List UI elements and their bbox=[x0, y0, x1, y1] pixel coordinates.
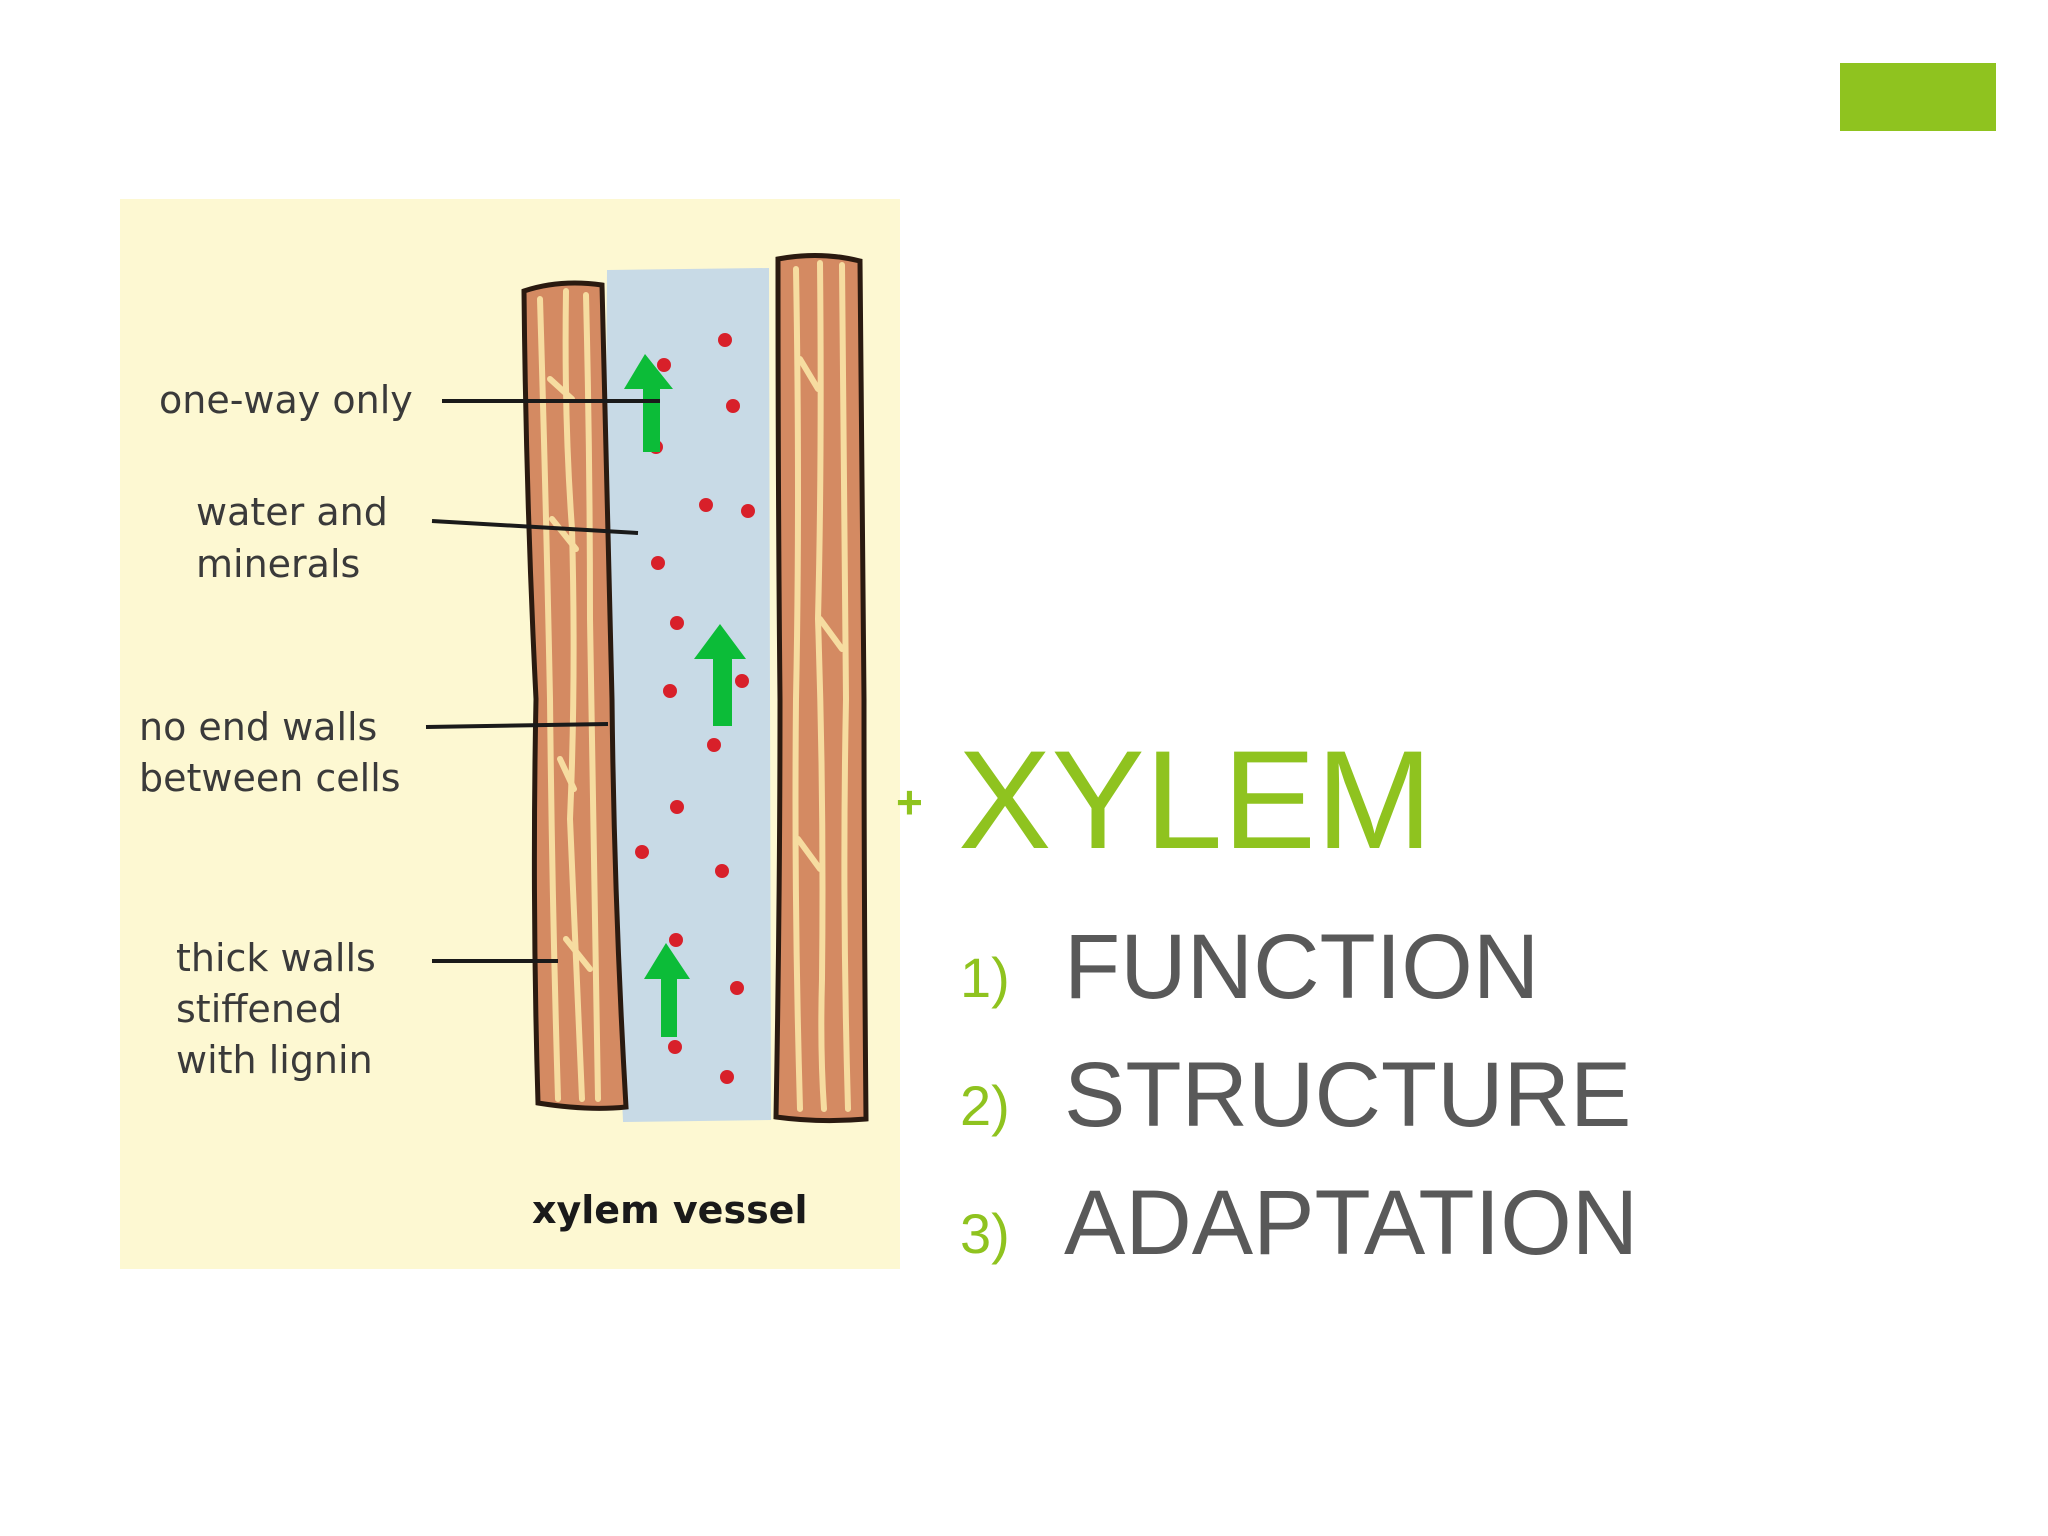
label-thick-walls: thick walls bbox=[176, 936, 376, 980]
mineral-dot bbox=[635, 845, 649, 859]
mineral-dot bbox=[730, 981, 744, 995]
mineral-dot bbox=[669, 933, 683, 947]
up-arrow-icon bbox=[644, 943, 690, 1037]
xylem-diagram: one-way only water and minerals no end w… bbox=[120, 199, 900, 1269]
xylem-diagram-svg: one-way only water and minerals no end w… bbox=[139, 252, 869, 1232]
mineral-dot bbox=[735, 674, 749, 688]
mineral-dot bbox=[720, 1070, 734, 1084]
topic-structure: STRUCTURE bbox=[1064, 1044, 1632, 1146]
mineral-dot bbox=[670, 616, 684, 630]
mineral-dot bbox=[670, 800, 684, 814]
leader-lines bbox=[425, 399, 660, 963]
mineral-dot bbox=[718, 333, 732, 347]
label-one-way: one-way only bbox=[159, 378, 413, 422]
mineral-dot bbox=[657, 358, 671, 372]
topic-adaptation: ADAPTATION bbox=[1064, 1172, 1639, 1274]
leader-line-water bbox=[431, 519, 639, 535]
leader-line-no-end bbox=[425, 722, 609, 729]
label-water-and: water and bbox=[196, 490, 388, 534]
list-number: 2) bbox=[960, 1074, 1010, 1137]
topic-function: FUNCTION bbox=[1064, 916, 1540, 1018]
diagram-caption: xylem vessel bbox=[532, 1188, 807, 1232]
title-bullet-icon: + bbox=[896, 776, 923, 828]
mineral-dot bbox=[663, 684, 677, 698]
mineral-dot bbox=[726, 399, 740, 413]
label-between-cells: between cells bbox=[139, 756, 401, 800]
slide-title: XYLEM bbox=[958, 721, 1433, 878]
mineral-dot bbox=[699, 498, 713, 512]
mineral-dot bbox=[651, 556, 665, 570]
mineral-dot bbox=[741, 504, 755, 518]
left-wall-fibers bbox=[537, 288, 601, 1102]
vessel-lumen bbox=[606, 267, 772, 1123]
label-no-end-walls: no end walls bbox=[139, 705, 377, 749]
mineral-dot bbox=[715, 864, 729, 878]
label-with-lignin: with lignin bbox=[176, 1038, 373, 1082]
list-number: 3) bbox=[960, 1202, 1010, 1265]
up-arrow-icon bbox=[694, 624, 746, 726]
list-number: 1) bbox=[960, 946, 1010, 1009]
mineral-dot bbox=[707, 738, 721, 752]
corner-accent-tab bbox=[1840, 63, 1996, 131]
right-wall-fibers bbox=[792, 260, 851, 1112]
label-stiffened: stiffened bbox=[176, 987, 342, 1031]
mineral-dot bbox=[668, 1040, 682, 1054]
label-minerals: minerals bbox=[196, 542, 360, 586]
